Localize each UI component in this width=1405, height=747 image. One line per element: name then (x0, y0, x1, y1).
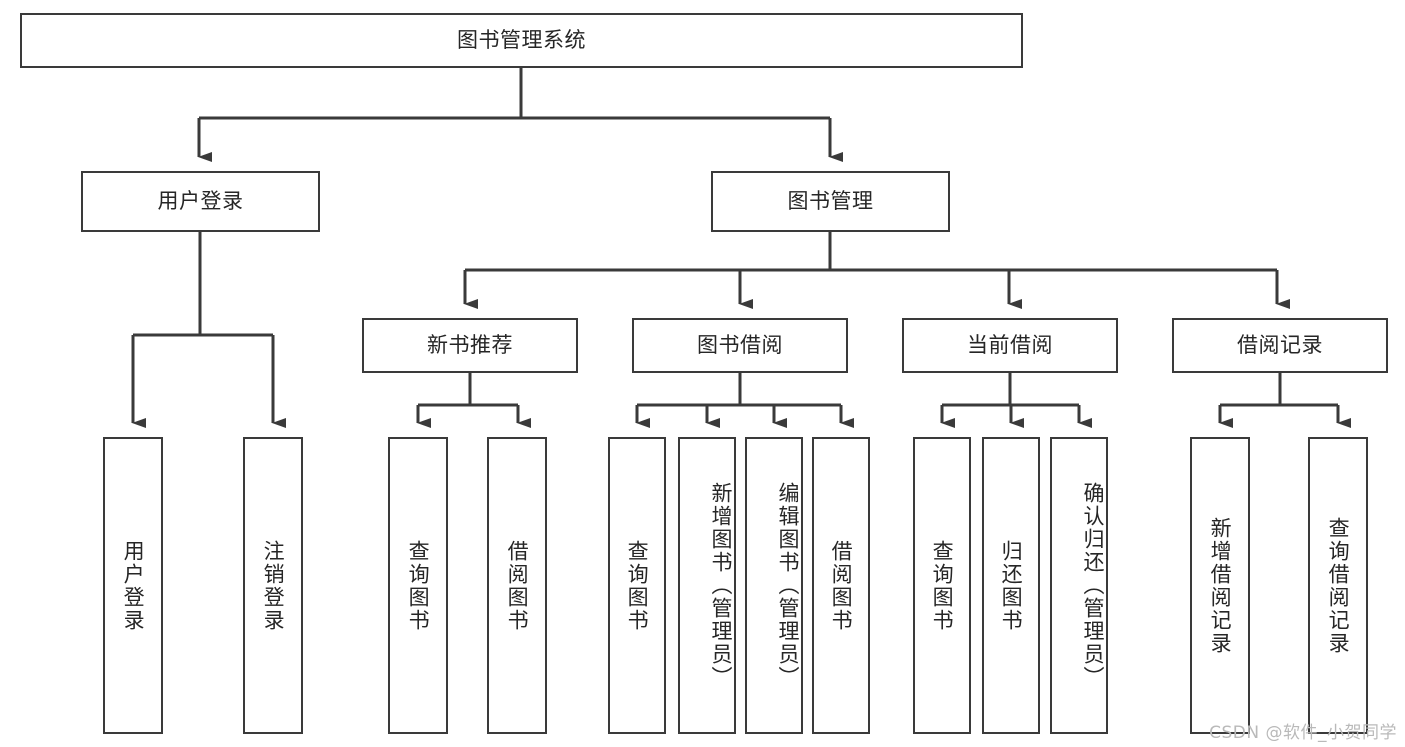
node-leaf-query-book-recommend-label: 查询图书 (406, 539, 431, 632)
node-leaf-confirm-return-admin[interactable]: 确认归还（管理员） (1050, 437, 1108, 734)
node-leaf-query-book-recommend[interactable]: 查询图书 (388, 437, 448, 734)
node-leaf-query-borrow-record-label: 查询借阅记录 (1326, 516, 1351, 655)
node-leaf-confirm-return-admin-label: 确认归还（管理员） (1081, 482, 1105, 689)
node-root[interactable]: 图书管理系统 (20, 13, 1023, 68)
node-leaf-borrow-book[interactable]: 借阅图书 (812, 437, 870, 734)
node-leaf-borrow-book-recommend[interactable]: 借阅图书 (487, 437, 547, 734)
node-leaf-add-borrow-record[interactable]: 新增借阅记录 (1190, 437, 1250, 734)
node-leaf-user-login-label: 用户登录 (121, 539, 146, 632)
node-leaf-borrow-book-recommend-label: 借阅图书 (505, 539, 530, 632)
node-borrow-record-label: 借阅记录 (1237, 332, 1323, 357)
node-root-label: 图书管理系统 (457, 27, 586, 52)
node-leaf-edit-book-admin[interactable]: 编辑图书（管理员） (745, 437, 803, 734)
node-current-borrow[interactable]: 当前借阅 (902, 318, 1118, 373)
node-book-management[interactable]: 图书管理 (711, 171, 950, 232)
node-new-book-recommend-label: 新书推荐 (427, 332, 513, 357)
node-borrow-record[interactable]: 借阅记录 (1172, 318, 1388, 373)
node-user-login-label: 用户登录 (157, 188, 244, 213)
node-leaf-add-book-admin-label: 新增图书（管理员） (709, 482, 733, 689)
node-current-borrow-label: 当前借阅 (967, 332, 1053, 357)
node-leaf-return-book-label: 归还图书 (999, 539, 1024, 632)
node-leaf-add-borrow-record-label: 新增借阅记录 (1208, 516, 1233, 655)
node-leaf-borrow-book-label: 借阅图书 (829, 539, 854, 632)
node-leaf-return-book[interactable]: 归还图书 (982, 437, 1040, 734)
node-book-borrow[interactable]: 图书借阅 (632, 318, 848, 373)
node-leaf-query-book-borrow[interactable]: 查询图书 (608, 437, 666, 734)
node-book-borrow-label: 图书借阅 (697, 332, 783, 357)
node-user-login[interactable]: 用户登录 (81, 171, 320, 232)
node-leaf-query-book-borrow-label: 查询图书 (625, 539, 650, 632)
node-leaf-add-book-admin[interactable]: 新增图书（管理员） (678, 437, 736, 734)
node-leaf-query-book-current-label: 查询图书 (930, 539, 955, 632)
node-leaf-user-login[interactable]: 用户登录 (103, 437, 163, 734)
node-new-book-recommend[interactable]: 新书推荐 (362, 318, 578, 373)
node-leaf-logout[interactable]: 注销登录 (243, 437, 303, 734)
node-book-management-label: 图书管理 (787, 188, 874, 213)
node-leaf-query-book-current[interactable]: 查询图书 (913, 437, 971, 734)
node-leaf-query-borrow-record[interactable]: 查询借阅记录 (1308, 437, 1368, 734)
node-leaf-logout-label: 注销登录 (261, 539, 286, 632)
node-leaf-edit-book-admin-label: 编辑图书（管理员） (776, 482, 800, 689)
csdn-watermark: CSDN @软件_小贺同学 (1209, 723, 1397, 743)
